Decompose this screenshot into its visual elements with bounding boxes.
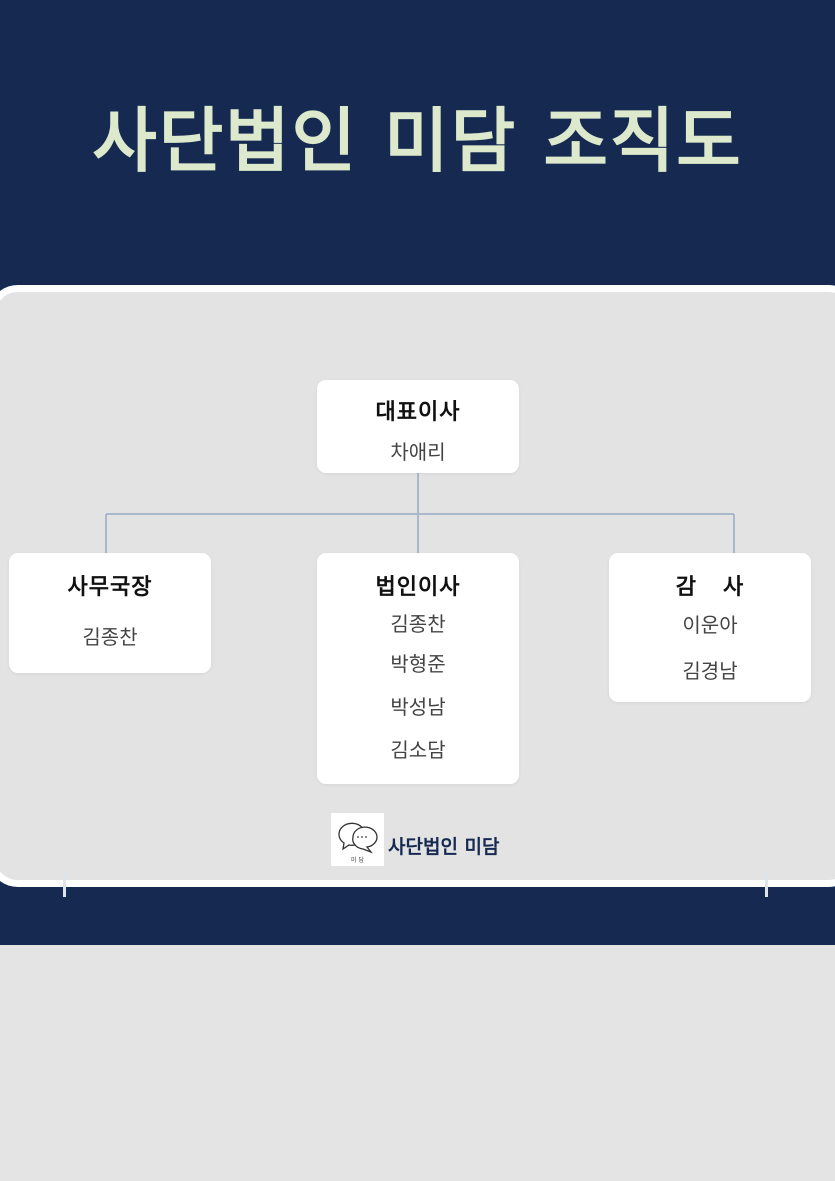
node-member: 김종찬 bbox=[82, 625, 138, 649]
org-node-ceo: 대표이사 차애리 bbox=[317, 380, 519, 473]
node-member: 박형준 bbox=[390, 652, 446, 676]
board-stand-left bbox=[63, 870, 66, 897]
node-role: 사무국장 bbox=[67, 575, 153, 600]
org-logo: 미 담 bbox=[331, 813, 384, 866]
org-node-directors: 법인이사 김종찬 박형준 박성남 김소담 bbox=[317, 553, 519, 784]
logo-caption: 미 담 bbox=[351, 857, 364, 864]
page-title: 사단법인 미담 조직도 bbox=[92, 100, 743, 182]
node-member: 김경남 bbox=[682, 659, 738, 683]
node-member: 차애리 bbox=[390, 440, 446, 464]
org-node-auditors: 감 사 이운아 김경남 bbox=[609, 553, 811, 702]
node-member: 이운아 bbox=[682, 613, 738, 637]
node-member: 김종찬 bbox=[390, 612, 446, 636]
speech-bubbles-icon bbox=[338, 822, 378, 854]
board-stand-right bbox=[765, 870, 768, 897]
org-node-general-manager: 사무국장 김종찬 bbox=[9, 553, 211, 673]
node-role: 감 사 bbox=[675, 575, 745, 600]
node-member: 박성남 bbox=[390, 695, 446, 719]
footer-org-name: 사단법인 미담 bbox=[388, 836, 500, 858]
node-role: 법인이사 bbox=[375, 575, 461, 600]
node-role: 대표이사 bbox=[375, 400, 461, 425]
node-member: 김소담 bbox=[390, 738, 446, 762]
